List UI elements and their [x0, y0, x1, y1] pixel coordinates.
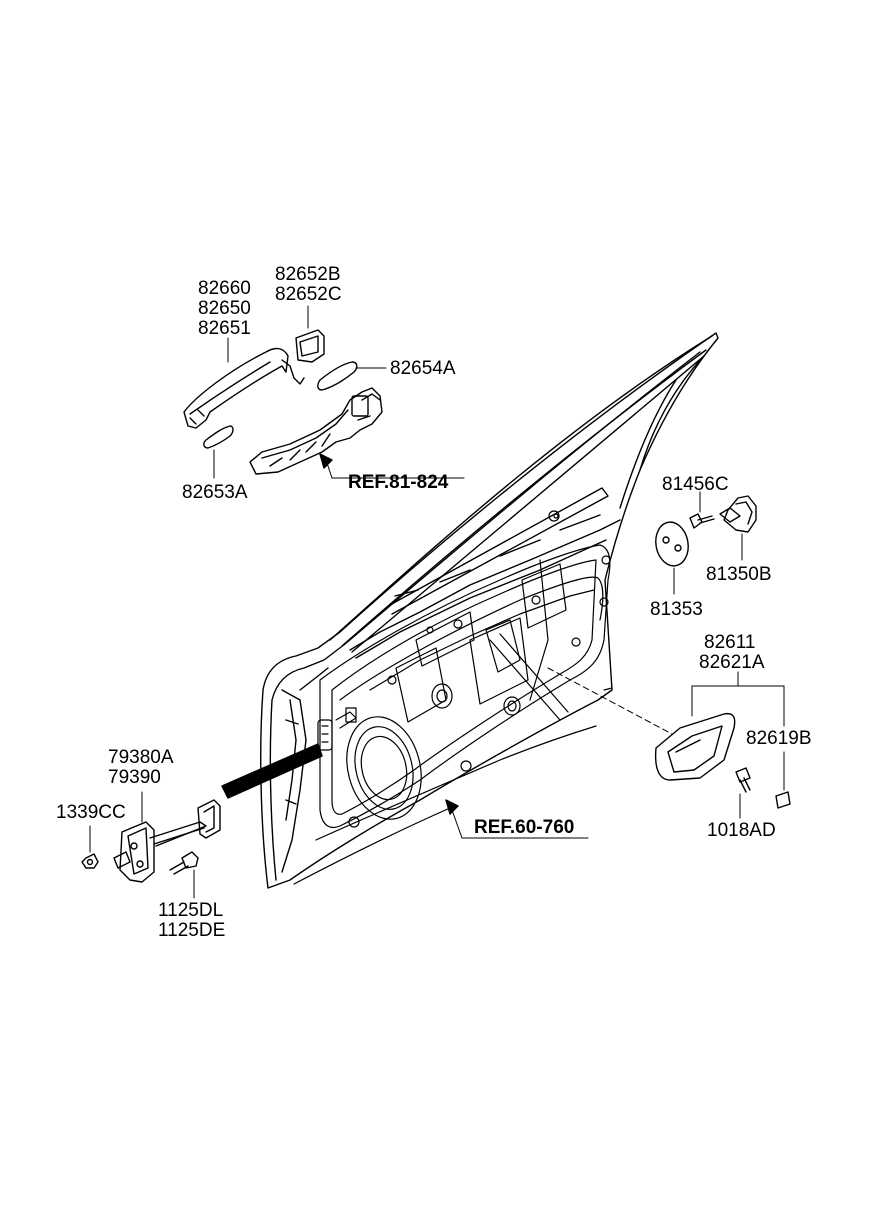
door-checker	[113, 799, 221, 883]
label-inside-handle-screw: 1018AD	[707, 820, 776, 841]
label-gasket-rear: 82654A	[390, 358, 456, 379]
leader-ref-door	[451, 809, 589, 839]
label-ref-door-panel: REF.60-760	[474, 817, 575, 838]
ref-handle-arrow	[319, 453, 333, 469]
inside-handle	[654, 712, 736, 781]
label-door-checker-2: 79390	[108, 767, 161, 788]
outside-handle	[183, 347, 305, 429]
leaders-outside-handle	[213, 305, 465, 479]
label-outside-handle-3: 82651	[198, 318, 251, 339]
striker-bolt	[689, 513, 715, 529]
label-ref-handle: REF.81-824	[348, 472, 449, 493]
label-handle-cover-2: 82652C	[275, 284, 342, 305]
label-inside-handle-2: 82621A	[699, 652, 765, 673]
label-door-checker-1: 79380A	[108, 747, 174, 768]
label-outside-handle-2: 82650	[198, 298, 251, 319]
door-shell	[260, 332, 719, 889]
inside-handle-screw	[735, 767, 751, 793]
leaders-inside-handle	[691, 671, 785, 819]
label-inside-handle-1: 82611	[704, 632, 756, 653]
ref-door-arrow	[445, 799, 459, 815]
gasket-front	[203, 425, 234, 449]
label-striker-bolt: 81456C	[662, 474, 729, 495]
label-inside-handle-cover: 82619B	[746, 728, 812, 749]
checker-bolt	[169, 851, 199, 875]
label-checker-nut: 1339CC	[56, 802, 126, 823]
label-gasket-front: 82653A	[182, 482, 248, 503]
inside-handle-cover	[775, 791, 791, 809]
label-checker-bolt-2: 1125DE	[158, 920, 226, 941]
checker-nut	[81, 853, 99, 869]
handle-frame	[249, 387, 383, 475]
inside-handle-dashed-leader	[547, 667, 673, 735]
handle-cover	[295, 329, 325, 363]
checker-pointer	[221, 743, 323, 799]
label-handle-cover-1: 82652B	[275, 264, 341, 285]
striker	[719, 495, 757, 533]
label-checker-bolt-1: 1125DL	[158, 900, 224, 921]
leaders-striker	[673, 491, 743, 595]
striker-cap	[655, 521, 689, 567]
label-outside-handle-1: 82660	[198, 278, 251, 299]
label-striker-cap: 81353	[650, 599, 703, 620]
gasket-rear	[317, 361, 358, 391]
leaders-checker	[89, 791, 195, 899]
label-striker: 81350B	[706, 564, 772, 585]
door-inner-panel	[293, 510, 613, 885]
